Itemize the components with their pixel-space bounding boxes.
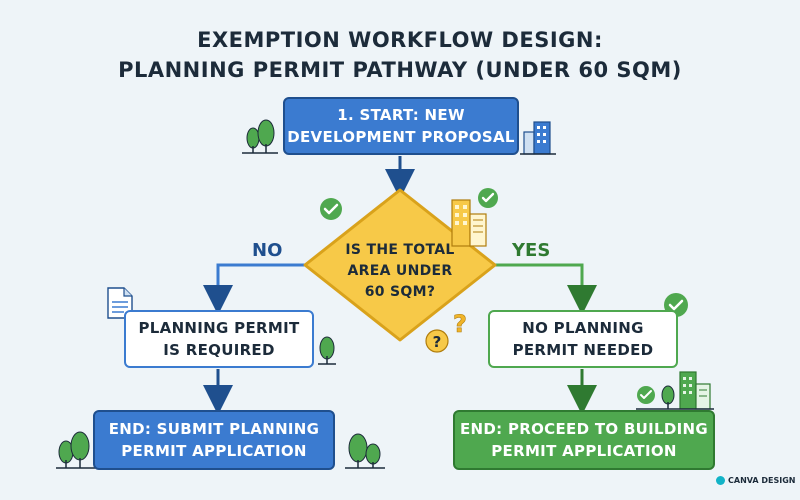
- canva-credit-text: CANVA DESIGN: [728, 476, 796, 485]
- start-node-line1: 1. START: NEW: [337, 106, 465, 124]
- connector-yes-branch: [495, 263, 597, 315]
- end-proceed-line1: END: PROCEED TO BUILDING: [460, 420, 708, 438]
- canva-credit: CANVA DESIGN: [716, 476, 796, 485]
- check-icon: [478, 188, 498, 208]
- no-permit-line1: NO PLANNING: [522, 319, 644, 337]
- tree-icon: [318, 336, 336, 365]
- end-submit-node: END: SUBMIT PLANNING PERMIT APPLICATION: [93, 410, 335, 470]
- branch-label-no: NO: [252, 240, 283, 261]
- tree-icon: [345, 433, 385, 469]
- permit-required-line1: PLANNING PERMIT: [138, 319, 300, 337]
- decision-node-label: IS THE TOTAL AREA UNDER 60 SQM?: [320, 236, 480, 306]
- end-proceed-node: END: PROCEED TO BUILDING PERMIT APPLICAT…: [453, 410, 715, 470]
- building-icon: [451, 199, 487, 247]
- end-submit-line2: PERMIT APPLICATION: [121, 442, 307, 460]
- building-icon: [520, 121, 556, 155]
- check-icon: [320, 198, 342, 220]
- permit-required-line2: IS REQUIRED: [163, 341, 275, 359]
- canva-logo-icon: [716, 476, 725, 485]
- svg-text:?: ?: [433, 333, 442, 351]
- permit-required-node: PLANNING PERMIT IS REQUIRED: [124, 310, 314, 368]
- start-node: 1. START: NEW DEVELOPMENT PROPOSAL: [283, 97, 519, 155]
- decision-line1: IS THE TOTAL: [345, 241, 455, 258]
- question-icon: ? ?: [425, 310, 467, 353]
- diagram-title-line2: PLANNING PERMIT PATHWAY (UNDER 60 SQM): [118, 58, 682, 82]
- building-icon: [636, 371, 714, 410]
- svg-text:?: ?: [453, 310, 467, 338]
- decision-line3: 60 SQM?: [364, 283, 436, 300]
- diagram-title-line1: EXEMPTION WORKFLOW DESIGN:: [197, 28, 603, 52]
- tree-icon: [56, 431, 96, 469]
- tree-icon: [242, 119, 278, 154]
- end-proceed-line2: PERMIT APPLICATION: [491, 442, 677, 460]
- no-permit-needed-node: NO PLANNING PERMIT NEEDED: [488, 310, 678, 368]
- tree-icon: [661, 385, 675, 409]
- start-node-line2: DEVELOPMENT PROPOSAL: [287, 128, 515, 146]
- connector-no-branch: [203, 263, 305, 315]
- branch-label-yes: YES: [512, 240, 551, 261]
- no-permit-line2: PERMIT NEEDED: [512, 341, 654, 359]
- end-submit-line1: END: SUBMIT PLANNING: [108, 420, 320, 438]
- decision-line2: AREA UNDER: [347, 262, 453, 279]
- check-icon: [637, 386, 655, 404]
